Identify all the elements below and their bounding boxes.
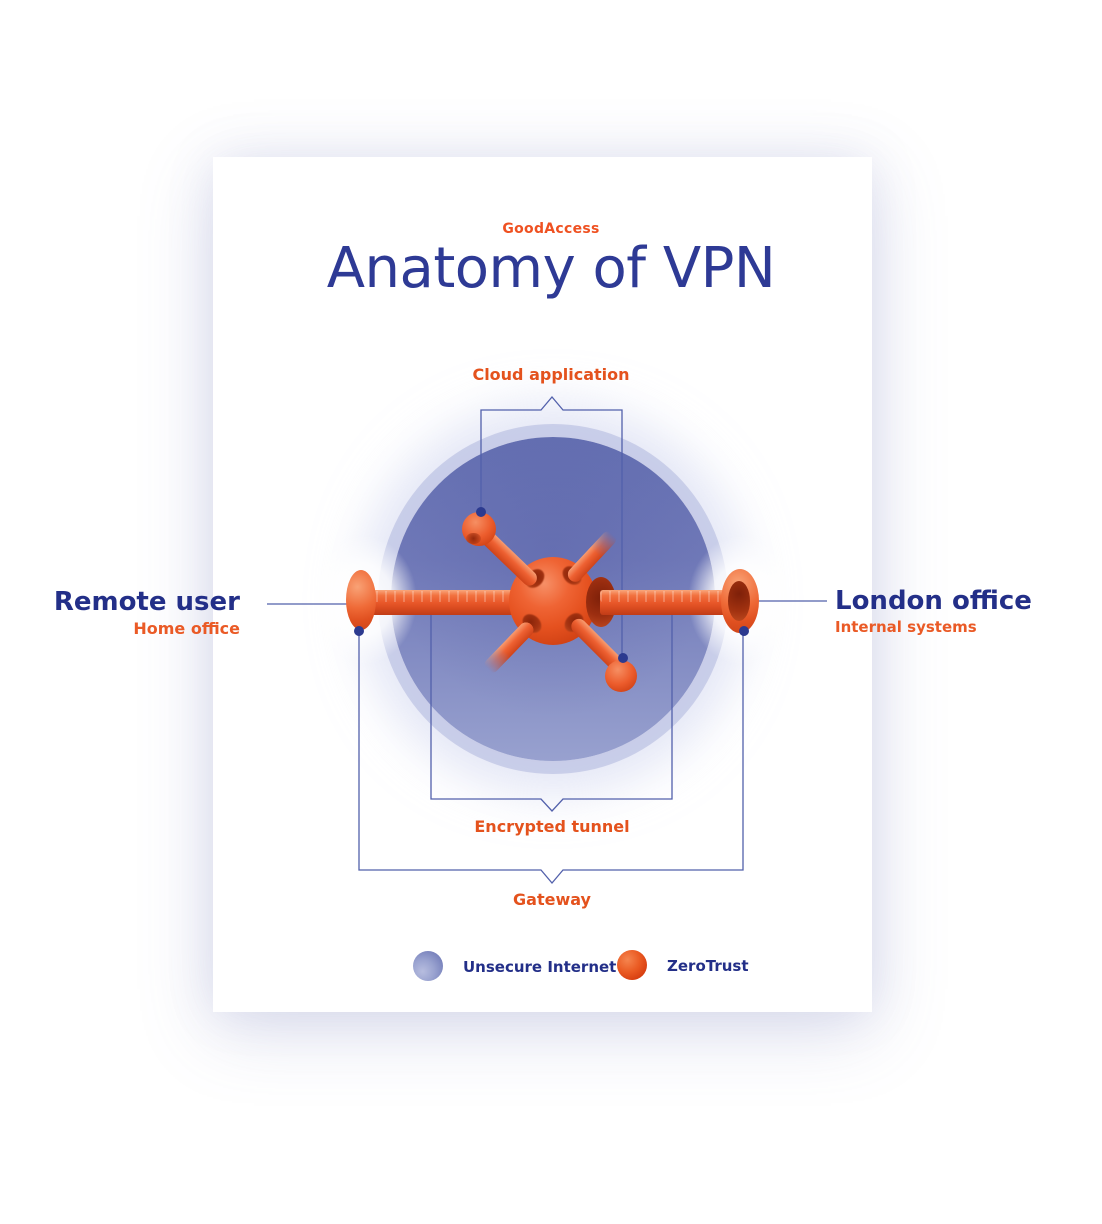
gateway-label: Gateway xyxy=(513,890,591,909)
legend-zerotrust-label: ZeroTrust xyxy=(667,957,749,975)
node-dot-gateway-right xyxy=(739,626,749,636)
cloud-application-label: Cloud application xyxy=(472,365,630,384)
remote-user-label: Remote user xyxy=(53,587,240,617)
cloud-application-bracket xyxy=(480,395,623,659)
legend-zerotrust-swatch xyxy=(617,950,647,980)
page-title: Anatomy of VPN xyxy=(326,236,776,301)
encrypted-tunnel-bracket xyxy=(430,612,673,812)
brand-name: GoodAccess xyxy=(502,221,600,237)
home-office-label: Home office xyxy=(133,619,240,639)
legend-unsecure-internet-swatch xyxy=(413,951,443,981)
gateway-bracket xyxy=(358,632,744,885)
internal-systems-label: Internal systems xyxy=(835,618,977,637)
remote-user-endpoint: Remote user Home office xyxy=(53,587,240,639)
london-office-endpoint: London office Internal systems xyxy=(835,586,1032,637)
cloud-app-sphere-bottom-right xyxy=(605,660,637,692)
encrypted-tunnel-label: Encrypted tunnel xyxy=(474,817,630,836)
gateway-flange-right-hole xyxy=(728,581,750,621)
vpn-tunnel-tube-right xyxy=(600,590,744,615)
node-dot-gateway-left xyxy=(354,626,364,636)
cloud-app-sphere-top-left xyxy=(462,512,496,546)
node-dot-cloud-bottom-right xyxy=(618,653,628,663)
node-dot-cloud-top-left xyxy=(476,507,486,517)
london-office-label: London office xyxy=(835,586,1032,616)
legend-unsecure-internet-label: Unsecure Internet xyxy=(463,958,617,976)
gateway-flange-left xyxy=(346,570,376,630)
